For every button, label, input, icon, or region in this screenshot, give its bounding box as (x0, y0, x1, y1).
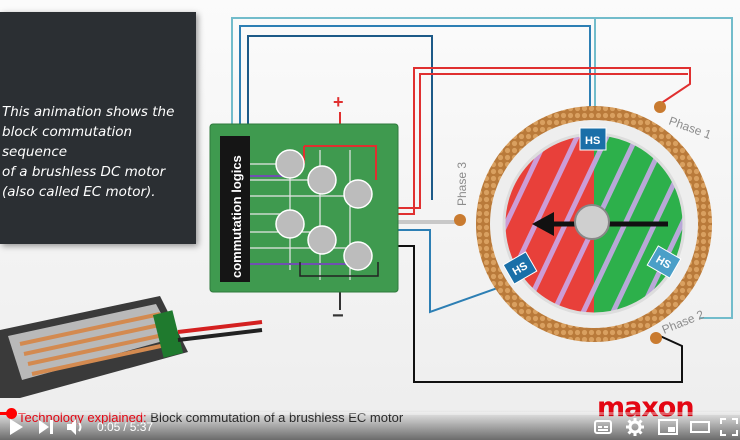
video-title-rest: Block commutation of a brushless EC moto… (150, 410, 404, 425)
progress-bar[interactable] (0, 408, 740, 419)
current-time: 0:05 (97, 420, 121, 434)
plus-sign: + (333, 92, 344, 112)
theater-icon[interactable] (690, 418, 710, 436)
play-icon[interactable] (8, 418, 24, 436)
phase-3-label: Phase 3 (455, 162, 469, 206)
progress-scrubber[interactable] (5, 408, 17, 419)
player-controls (0, 410, 740, 440)
motor-cutaway-image (0, 296, 263, 398)
svg-text:HS: HS (585, 135, 600, 147)
subtitles-icon[interactable] (594, 418, 612, 436)
field-arrow (532, 212, 554, 236)
duration: 5:37 (129, 420, 154, 434)
board-label: commutation logics (229, 155, 244, 278)
hall-sensor: HS (646, 245, 682, 279)
gear-icon[interactable] (626, 418, 644, 436)
time-display: 0:05/5:37 (97, 418, 153, 436)
time-separator: / (123, 420, 127, 434)
fullscreen-icon[interactable] (720, 418, 738, 436)
progress-played (0, 412, 11, 415)
motor: HS HS HS Phase 1 Phase 2 Phase 3 (454, 101, 713, 344)
minus-sign: − (332, 305, 344, 327)
blackboard: This animation shows the block commutati… (0, 12, 196, 244)
hall-sensor: HS (579, 127, 607, 151)
volume-icon[interactable] (66, 418, 86, 436)
miniplayer-icon[interactable] (658, 418, 678, 436)
blackboard-text: This animation shows the block commutati… (2, 104, 175, 200)
next-icon[interactable] (38, 418, 54, 436)
transistors (275, 149, 373, 271)
hall-sensor: HS (502, 251, 538, 285)
circuit-board: commutation logics (209, 123, 399, 293)
commutation-animation: + − commutation logics (0, 17, 733, 398)
